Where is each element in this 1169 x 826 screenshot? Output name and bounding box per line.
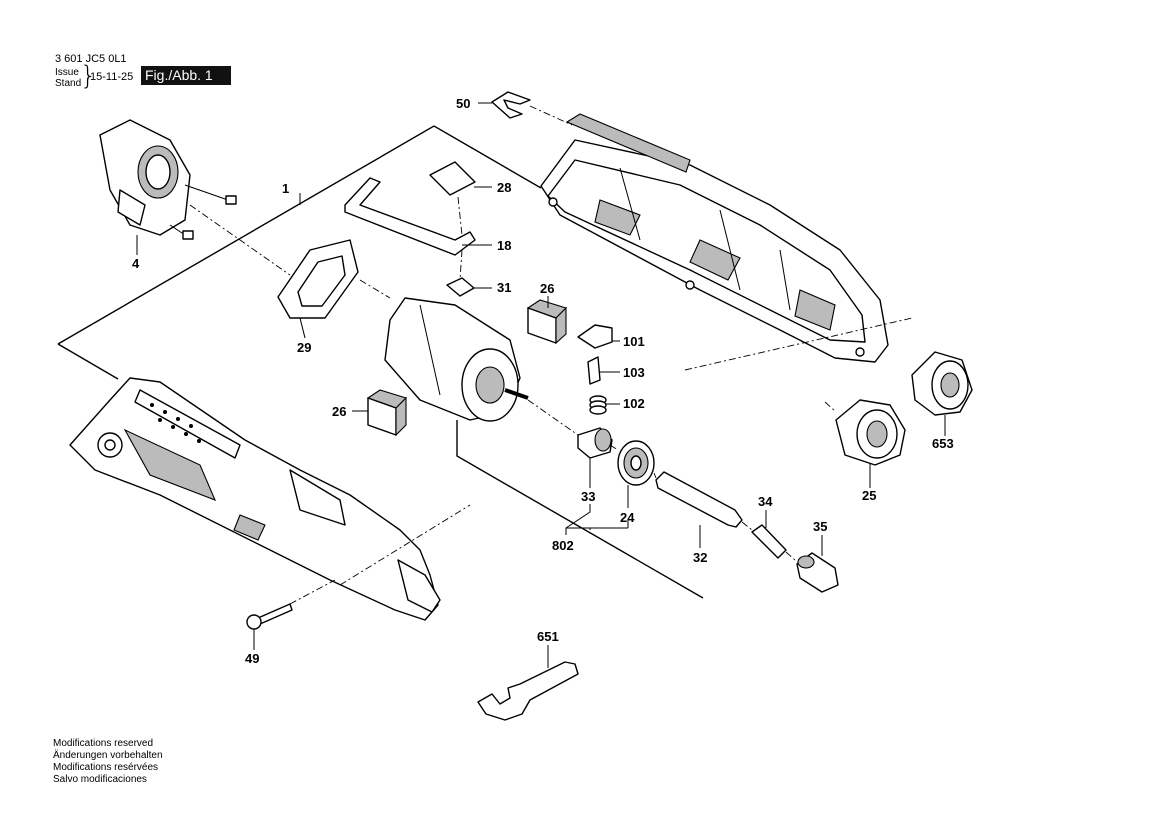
axis-50 [529,105,573,126]
footer-line-es: Salvo modificaciones [53,774,147,785]
axis-32-34 [741,521,753,531]
label-102: 102 [623,396,645,411]
part-4-switch [99,119,237,240]
axis-34-35 [785,551,798,563]
issue-label: Issue [55,67,79,78]
axis-housing-653 [684,317,913,371]
label-34: 34 [758,494,773,509]
label-4: 4 [132,256,140,271]
axis-housing [339,504,471,586]
part-102-spring [589,395,607,415]
document-code: 3 601 JC5 0L1 [55,53,127,65]
part-33-bushing [577,427,613,459]
part-49-screw [246,603,293,630]
part-25-sleeve [835,399,906,466]
figure-badge: Fig./Abb. 1 [141,66,231,85]
part-28-clip [429,161,476,196]
label-1: 1 [282,181,289,196]
label-24: 24 [620,510,635,525]
label-18: 18 [497,238,511,253]
part-32-shaft [655,471,743,528]
label-651: 651 [537,629,559,644]
label-35: 35 [813,519,827,534]
label-32: 32 [693,550,707,565]
part-31-block [446,277,475,297]
part-34-collet [751,524,787,559]
part-24-bearing [617,440,655,486]
ventilation-dots [150,403,201,443]
housing-assembled [69,377,441,621]
label-49: 49 [245,651,259,666]
part-101-cap [577,324,613,349]
label-26b: 26 [332,404,346,419]
label-33: 33 [581,489,595,504]
label-653: 653 [932,436,954,451]
motor [384,297,529,422]
part-18-contact [344,177,476,256]
part-651-wrench [477,661,579,721]
label-25: 25 [862,488,876,503]
issue-date: 15-11-25 [90,71,134,83]
label-26a: 26 [540,281,554,296]
part-29-holder [277,239,359,319]
axis-28-18 [457,196,463,236]
label-29: 29 [297,340,311,355]
label-101: 101 [623,334,645,349]
part-26b-pad [366,389,408,437]
axis-24-32 [653,472,657,479]
axis-25 [824,401,837,413]
label-28: 28 [497,180,511,195]
label-103: 103 [623,365,645,380]
part-26a-pad [526,299,568,345]
assembly-frame-1 [57,125,542,345]
issue-stand-labels: Issue Stand [55,67,81,89]
axis-29 [359,279,391,299]
label-802: 802 [552,538,574,553]
axis-49 [289,579,336,605]
axis-4 [189,204,291,276]
axis-18-31 [459,249,463,281]
part-653-cap [911,351,973,416]
brace-glyph: } [80,61,97,91]
footer-line-fr: Modifications resérvées [53,762,159,773]
assembly-frame-802 [456,420,704,599]
axis-33-24 [609,444,619,451]
label-31: 31 [497,280,511,295]
housing-half-shell [540,113,889,363]
footer-line-en: Modifications reserved [53,738,154,749]
footer-notes: Modifications reserved Änderungen vorbeh… [53,738,163,786]
stand-label: Stand [55,78,82,89]
assembly-frame-1-lower [57,343,119,380]
footer-line-de: Änderungen vorbehalten [53,750,163,761]
label-50: 50 [456,96,470,111]
part-103-brush [587,356,601,385]
part-50-clip [491,91,531,119]
axis-motor-shaft [527,399,579,436]
part-35-nut [796,552,839,593]
